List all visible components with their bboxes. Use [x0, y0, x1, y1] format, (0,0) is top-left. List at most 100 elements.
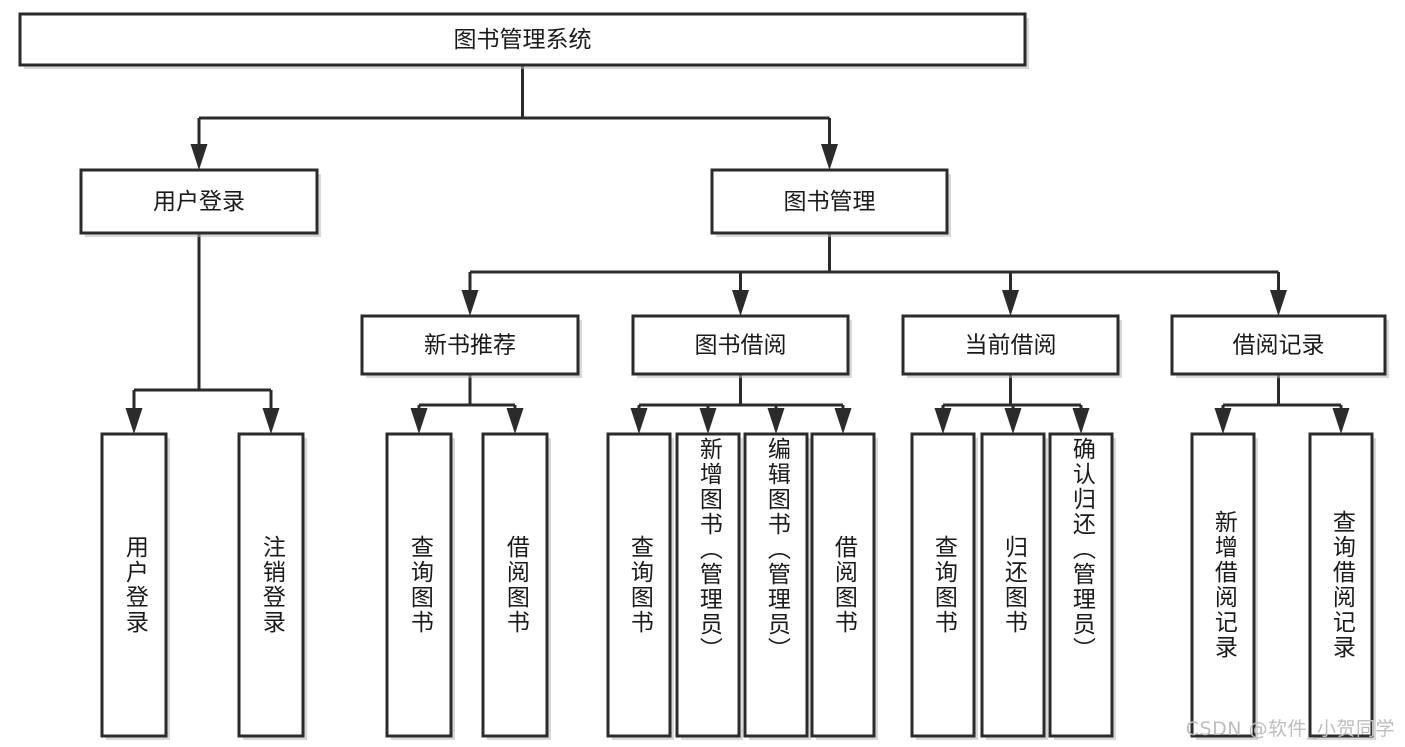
connector-layer	[125, 65, 1350, 434]
node-rect	[18, 12, 1027, 67]
node-label-vertical-holder: 新增图书（管理员）	[677, 434, 739, 736]
node-label: 注销登录	[258, 535, 285, 635]
node-label-wrap: 归还图书	[982, 434, 1044, 736]
node-root[interactable]: 图书管理系统	[18, 12, 1029, 69]
node-rect	[980, 432, 1046, 738]
node-rect	[237, 432, 305, 738]
node-label-vertical-holder: 确认归还（管理员）	[1050, 434, 1112, 736]
node-label-wrap: 查询图书	[387, 434, 451, 736]
node-leaf-user-login[interactable]	[100, 432, 170, 740]
node-book-borrow[interactable]: 图书借阅	[631, 314, 852, 378]
node-label-vertical-holder: 借阅图书	[812, 434, 874, 736]
node-rect	[675, 432, 741, 738]
node-label: 新增借阅记录	[1210, 510, 1237, 660]
arrow-head-icon	[125, 408, 143, 434]
arrow-head-icon	[262, 408, 280, 434]
node-leaf-cur-confirm-return[interactable]	[1048, 432, 1116, 740]
node-label-vertical-holder: 查询图书	[387, 434, 451, 736]
node-label-wrap: 查询图书	[608, 434, 670, 736]
node-label: 图书管理系统	[454, 27, 592, 53]
node-label-vertical-holder: 注销登录	[239, 434, 303, 736]
node-label-wrap: 确认归还（管理员）	[1050, 434, 1112, 736]
node-label-wrap: 新增图书（管理员）	[677, 434, 739, 736]
node-label-wrap: 查询借阅记录	[1310, 434, 1372, 736]
node-rect	[810, 432, 876, 738]
node-user-login[interactable]: 用户登录	[79, 168, 321, 237]
node-leaf-rec-query-record[interactable]	[1308, 432, 1376, 740]
node-rect	[901, 314, 1120, 376]
arrow-head-icon	[1004, 408, 1022, 434]
node-label-vertical-holder: 归还图书	[982, 434, 1044, 736]
arrow-head-icon	[190, 144, 208, 170]
node-rect	[910, 432, 976, 738]
node-borrow-record[interactable]: 借阅记录	[1170, 314, 1389, 378]
node-label-vertical-holder: 用户登录	[102, 434, 166, 736]
node-leaf-user-logout[interactable]	[237, 432, 307, 740]
node-label-wrap: 注销登录	[239, 434, 303, 736]
node-leaf-rec-query-book[interactable]	[385, 432, 455, 740]
node-label-wrap: 用户登录	[102, 434, 166, 736]
arrow-head-icon	[410, 408, 428, 434]
node-label: 归还图书	[1000, 535, 1027, 635]
node-current-borrow[interactable]: 当前借阅	[901, 314, 1122, 378]
node-label-vertical-holder: 查询借阅记录	[1310, 434, 1372, 736]
node-label-wrap: 查询图书	[912, 434, 974, 736]
node-leaf-cur-return-book[interactable]	[980, 432, 1048, 740]
node-leaf-rec-add-record[interactable]	[1190, 432, 1258, 740]
node-label: 确认归还（管理员）	[1068, 437, 1095, 662]
node-rect	[360, 314, 580, 376]
node-leaf-borrow-add-book[interactable]	[675, 432, 743, 740]
arrow-head-icon	[834, 408, 852, 434]
arrow-head-icon	[1072, 408, 1090, 434]
node-rect	[79, 168, 319, 235]
node-label: 编辑图书（管理员）	[763, 437, 790, 662]
arrow-head-icon	[732, 290, 749, 316]
node-label: 查询图书	[626, 535, 653, 635]
arrow-head-icon	[1002, 290, 1019, 316]
arrow-head-icon	[506, 408, 524, 434]
node-leaf-borrow-edit-book[interactable]	[743, 432, 811, 740]
node-leaf-borrow-borrow-book[interactable]	[810, 432, 878, 740]
node-label: 当前借阅	[965, 333, 1057, 359]
node-label-wrap: 借阅图书	[483, 434, 547, 736]
arrow-head-icon	[1332, 408, 1350, 434]
node-leaf-borrow-query-book[interactable]	[606, 432, 674, 740]
node-rect	[1048, 432, 1114, 738]
node-label: 新书推荐	[424, 333, 516, 359]
node-label-wrap: 新增借阅记录	[1192, 434, 1254, 736]
node-leaf-rec-borrow-book[interactable]	[481, 432, 551, 740]
arrow-head-icon	[630, 408, 648, 434]
node-label: 图书借阅	[695, 333, 787, 359]
node-rect	[100, 432, 168, 738]
node-rect	[1190, 432, 1256, 738]
arrow-head-icon	[699, 408, 717, 434]
node-label: 查询借阅记录	[1328, 510, 1355, 660]
arrow-head-icon	[934, 408, 952, 434]
arrow-head-icon	[767, 408, 785, 434]
node-leaf-cur-query-book[interactable]	[910, 432, 978, 740]
node-rect	[743, 432, 809, 738]
node-rect	[385, 432, 453, 738]
node-label: 查询图书	[406, 535, 433, 635]
arrow-head-icon	[1270, 290, 1287, 316]
node-label-vertical-holder: 编辑图书（管理员）	[745, 434, 807, 736]
node-label: 新增图书（管理员）	[695, 437, 722, 662]
node-label: 借阅图书	[502, 535, 529, 635]
node-label: 用户登录	[121, 535, 148, 635]
node-label-wrap: 借阅图书	[812, 434, 874, 736]
node-label-vertical-holder: 新增借阅记录	[1192, 434, 1254, 736]
node-book-manage[interactable]: 图书管理	[710, 168, 951, 237]
node-new-book-rec[interactable]: 新书推荐	[360, 314, 582, 378]
node-label-vertical-holder: 借阅图书	[483, 434, 547, 736]
node-label: 借阅记录	[1233, 333, 1325, 359]
node-rect	[631, 314, 850, 376]
arrow-head-icon	[821, 144, 838, 170]
node-rect	[481, 432, 549, 738]
node-rect	[1170, 314, 1387, 376]
node-rect	[606, 432, 672, 738]
node-label-vertical-holder: 查询图书	[912, 434, 974, 736]
node-rect	[1308, 432, 1374, 738]
